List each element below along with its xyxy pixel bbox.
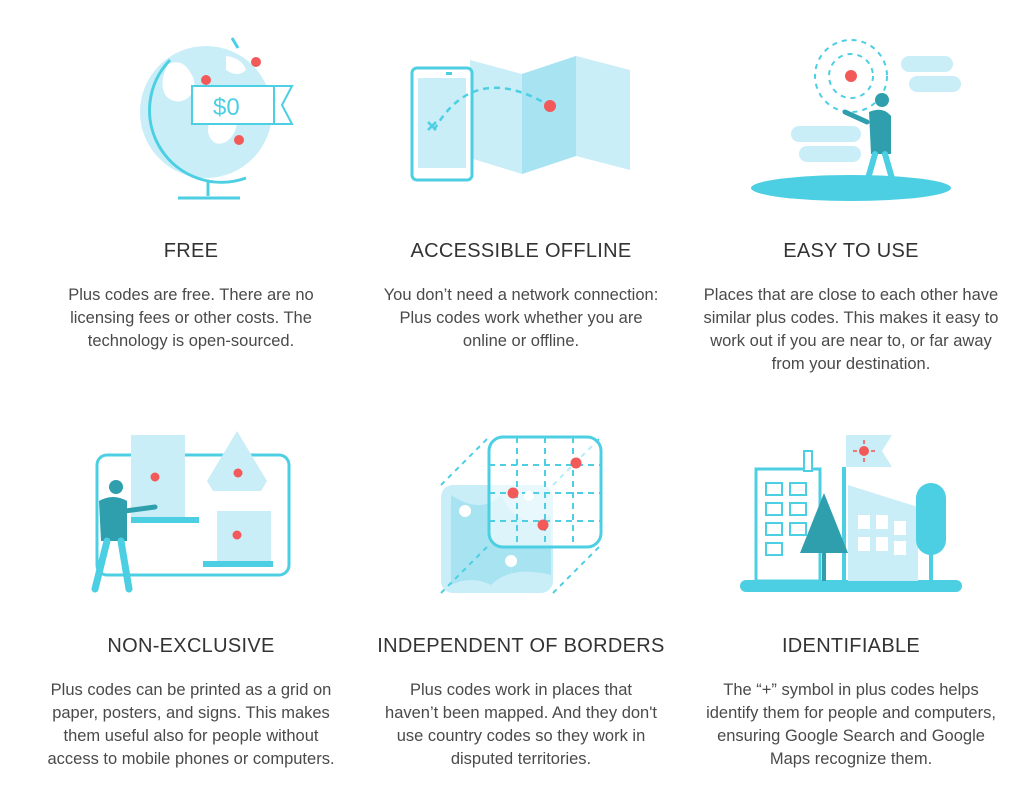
globe-icon: $0	[106, 30, 346, 210]
feature-title: ACCESSIBLE OFFLINE	[410, 240, 632, 262]
feature-description: You don’t need a network connection: Plu…	[383, 286, 659, 350]
feature-description: Places that are close to each other have…	[703, 286, 999, 373]
feature-free: $0 FREE Plus codes are free. There are n…	[31, 30, 351, 410]
feature-title: INDEPENDENT OF BORDERS	[377, 635, 665, 657]
feature-title: NON-EXCLUSIVE	[107, 635, 275, 657]
feature-identifiable: IDENTIFIABLE The “+” symbol in plus code…	[691, 425, 1011, 805]
feature-title: FREE	[163, 240, 219, 262]
phone-map-icon	[406, 30, 646, 210]
feature-accessible-offline: ACCESSIBLE OFFLINE You don’t need a netw…	[361, 30, 681, 410]
feature-description: The “+” symbol in plus codes helps ident…	[706, 681, 996, 768]
feature-description: Plus codes are free. There are no licens…	[68, 286, 314, 350]
person-location-icon	[741, 30, 981, 210]
grid-map-icon	[421, 425, 661, 605]
printed-grid-icon	[81, 425, 321, 605]
feature-description: Plus codes can be printed as a grid on p…	[47, 681, 335, 768]
feature-independent-of-borders: INDEPENDENT OF BORDERS Plus codes work i…	[361, 425, 681, 805]
city-flag-icon	[736, 425, 976, 605]
feature-non-exclusive: NON-EXCLUSIVE Plus codes can be printed …	[31, 425, 351, 805]
feature-title: IDENTIFIABLE	[781, 635, 921, 657]
feature-title: EASY TO USE	[783, 240, 919, 262]
feature-description: Plus codes work in places that haven’t b…	[385, 681, 657, 768]
price-label: $0	[213, 94, 240, 121]
feature-easy-to-use: EASY TO USE Places that are close to eac…	[691, 30, 1011, 410]
